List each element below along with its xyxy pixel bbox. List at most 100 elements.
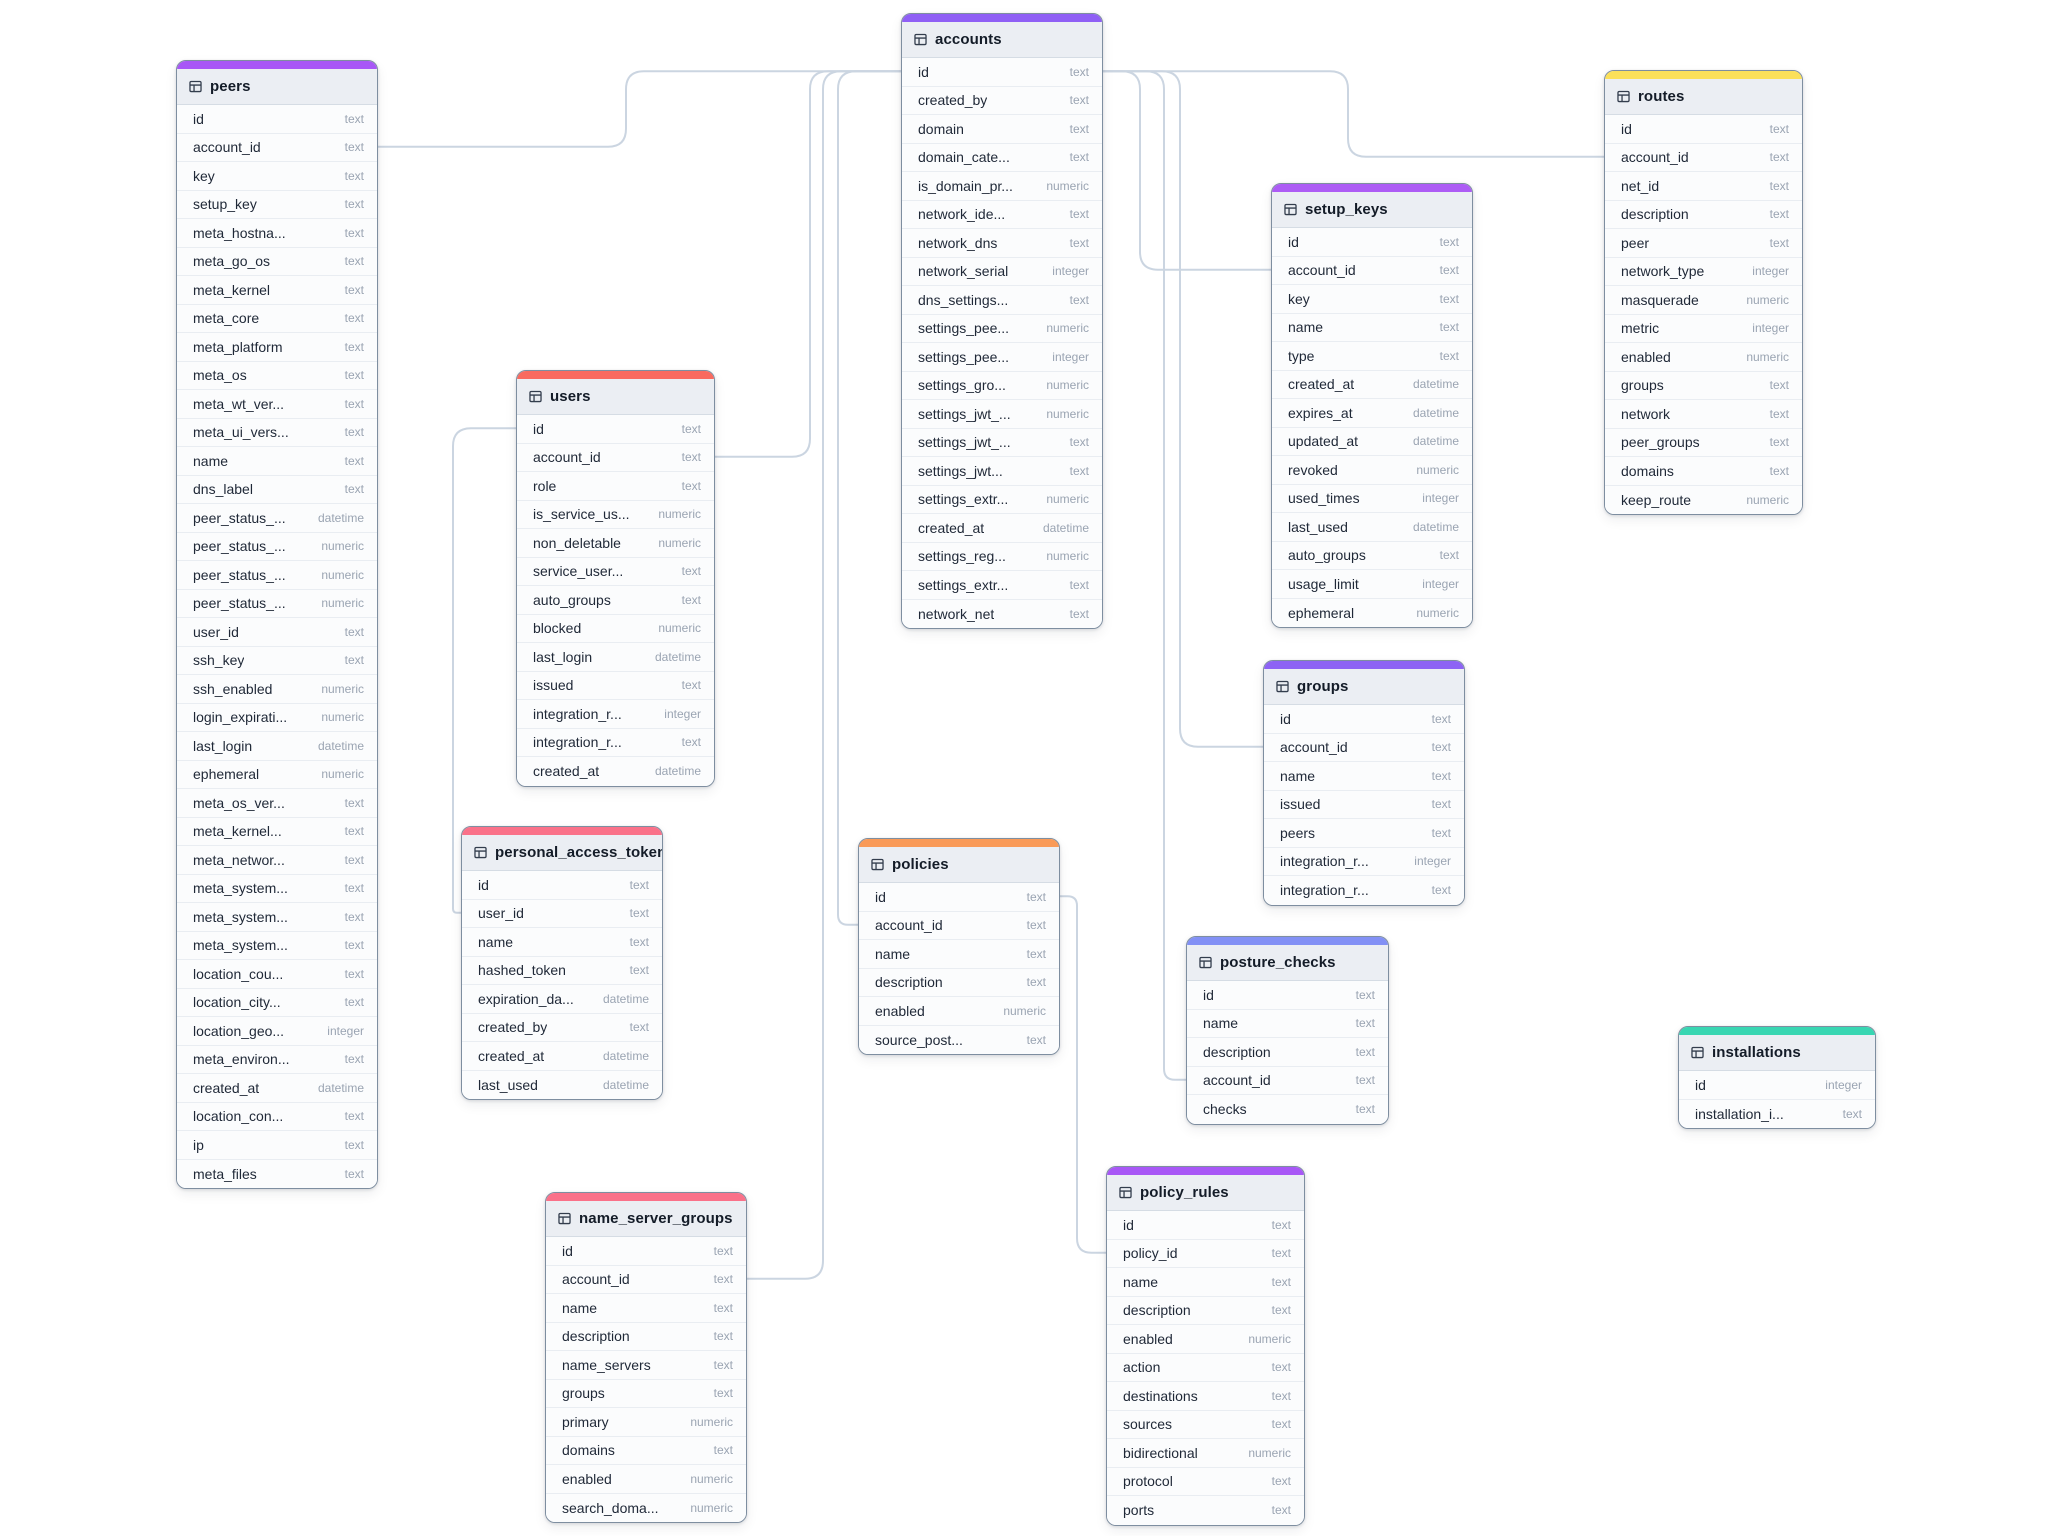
field-name: domain [918,120,964,137]
field-type: text [1069,64,1089,79]
field-type: numeric [690,1471,733,1486]
field-name: network_type [1621,263,1705,280]
field-type: datetime [602,1048,649,1063]
field-type: text [629,1020,649,1035]
field-name: masquerade [1621,291,1699,308]
field-name: account_id [1280,739,1348,756]
field-type: text [681,478,701,493]
field-type: text [344,453,364,468]
table-icon [558,1212,571,1225]
field-name: domain_cate... [918,149,1010,166]
field-name: source_post... [875,1031,963,1048]
table-accent-bar [177,61,377,69]
field-type: text [1355,1044,1375,1059]
field-type: text [1431,740,1451,755]
field-name: meta_core [193,310,260,327]
field-row: description text [1605,200,1802,229]
field-name: id [1288,233,1299,250]
table-header: personal_access_tokens [462,835,662,871]
field-name: type [1288,347,1315,364]
field-name: name_servers [562,1356,651,1373]
field-name: account_id [875,917,943,934]
field-name: meta_kernel... [193,823,282,840]
field-type: text [1069,150,1089,165]
field-name: description [1621,206,1689,223]
field-type: text [1026,946,1046,961]
field-row: integration_r...text [1264,876,1464,905]
field-row: installation_i...text [1679,1099,1875,1128]
field-type: numeric [321,767,364,782]
field-name: non_deletable [533,534,621,551]
table-accent-bar [1264,661,1464,669]
field-type: numeric [321,567,364,582]
field-name: network_dns [918,234,998,251]
table-name: policies [892,856,949,873]
field-type: text [344,909,364,924]
table-header: name_server_groups [546,1201,746,1237]
field-row: meta_system...text [177,903,377,932]
field-type: datetime [1412,434,1459,449]
field-type: text [344,995,364,1010]
table-header: installations [1679,1035,1875,1071]
field-type: numeric [1046,321,1089,336]
field-type: text [1069,235,1089,250]
relation-policy_rules.policy_id-to-policies.id [1057,895,1107,1254]
field-name: ephemeral [193,766,260,783]
table-name: personal_access_tokens [495,844,663,861]
field-row: meta_wt_ver...text [177,390,377,419]
field-type: text [681,421,701,436]
field-row: network_dns text [902,229,1102,258]
field-name: updated_at [1288,433,1359,450]
field-type: text [1271,1474,1291,1489]
field-row: integration_r...integer [517,700,714,729]
table-name: peers [210,78,251,95]
field-row: peer_status_...numeric [177,532,377,561]
field-row: service_user...text [517,557,714,586]
field-name: created_at [478,1047,545,1064]
field-type: text [629,934,649,949]
field-type: text [1769,207,1789,222]
field-name: description [1203,1043,1271,1060]
table-icon [1199,956,1212,969]
field-type: text [344,482,364,497]
field-row: source_post...text [859,1025,1059,1054]
field-type: text [344,197,364,212]
field-name: meta_os_ver... [193,794,285,811]
field-name: destinations [1123,1387,1198,1404]
field-name: peer_status_... [193,509,286,526]
field-row: meta_os_ver...text [177,789,377,818]
table-header: groups [1264,669,1464,705]
field-row: meta_system...text [177,931,377,960]
field-name: is_service_us... [533,506,630,523]
